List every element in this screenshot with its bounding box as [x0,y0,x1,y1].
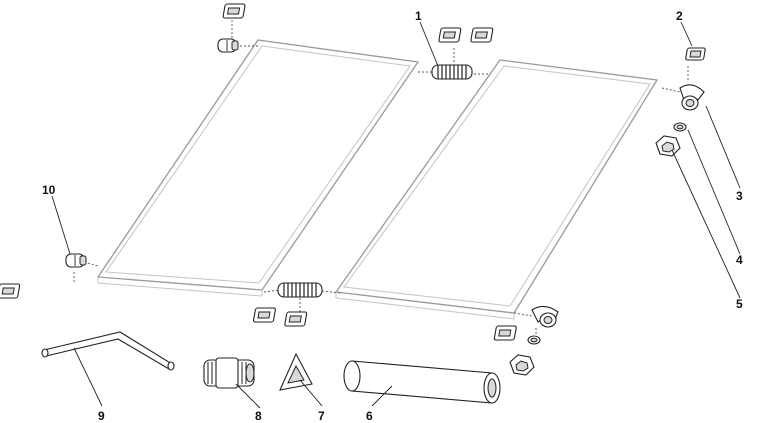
elbow-fitting-item-3 [679,84,705,111]
callout-6: 6 [366,409,373,423]
threaded-fitting-item-8 [203,357,255,389]
elbow-fitting-bottom [531,305,559,328]
clip-top-center-a [438,27,462,43]
end-plug-top-left [217,38,239,53]
callout-7: 7 [318,409,325,423]
flex-connector-item-1 [431,64,473,80]
triangle-bracket-item-7 [279,352,313,391]
leader-lines [51,21,741,409]
solar-panel-left [96,39,420,297]
clip-item-2 [685,47,706,61]
solar-panel-right [334,59,659,320]
clip-top-left [222,3,246,19]
washer-item-4 [673,122,687,132]
callout-8: 8 [255,409,262,423]
callout-10: 10 [42,183,56,197]
washer-bottom [527,335,541,345]
clip-top-center-b [470,27,494,43]
clip-bottom-center-a [252,307,276,323]
callout-4: 4 [736,253,743,267]
assembly-lines [73,20,689,342]
clip-bottom-right [493,325,517,341]
cylinder-tube-item-6 [343,360,501,404]
hex-key-item-9 [41,331,175,371]
hex-nut-bottom [509,354,535,376]
callout-1: 1 [415,9,422,23]
end-plug-item-10 [65,253,87,268]
clip-bottom-center-b [284,311,308,327]
flex-connector-bottom [277,282,323,298]
hex-nut-item-5 [655,135,681,157]
callout-3: 3 [736,189,743,203]
clip-left-bottom [0,283,21,299]
callout-9: 9 [98,409,105,423]
callout-5: 5 [736,297,743,311]
callout-2: 2 [676,9,683,23]
